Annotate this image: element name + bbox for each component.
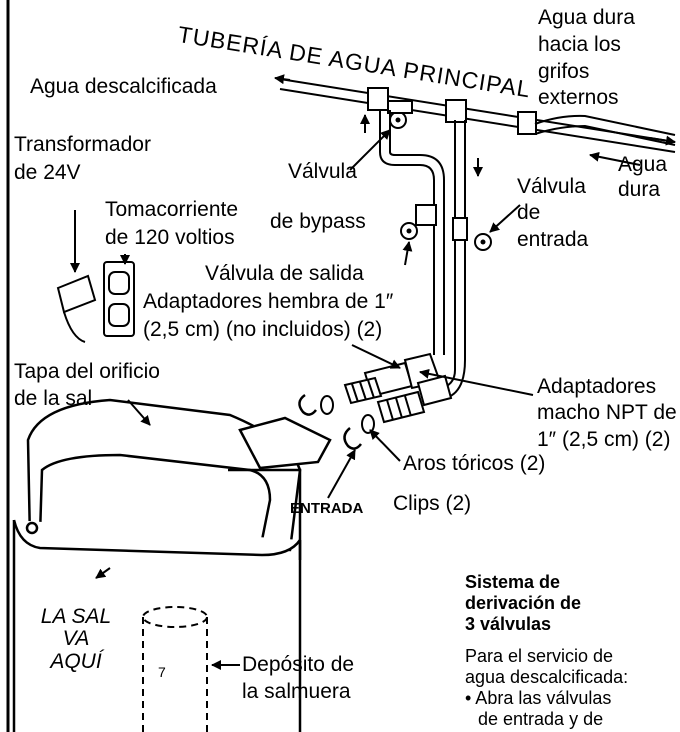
main-water-pipe bbox=[279, 78, 676, 153]
inlet-pipe bbox=[441, 120, 468, 399]
sidebar-title-2: derivación de bbox=[465, 593, 582, 613]
hard-water-out-label-3: grifos bbox=[538, 60, 590, 83]
salt-cap-label-1: Tapa del orificio bbox=[14, 360, 160, 383]
hard-water-out-label-1: Agua dura bbox=[538, 6, 635, 29]
female-adapter-lower-art bbox=[416, 374, 453, 407]
hard-water-out-label-4: externos bbox=[538, 86, 619, 109]
sidebar-title-3: 3 válvulas bbox=[465, 614, 552, 634]
sidebar-body-4: de entrada y de bbox=[478, 709, 604, 729]
male-adapters-label-3: 1″ (2,5 cm) (2) bbox=[537, 428, 671, 451]
salt-cap-label-2: de la sal bbox=[14, 387, 93, 410]
bypass-valve-art bbox=[387, 100, 413, 129]
sidebar-title-1: Sistema de bbox=[465, 572, 561, 592]
male-adapters-label-1: Adaptadores bbox=[537, 375, 657, 398]
transformer-label-2: de 24V bbox=[14, 161, 81, 184]
o-rings-art bbox=[320, 395, 375, 434]
sidebar-body-3: • Abra las válvulas bbox=[465, 688, 612, 708]
softener-unit-art bbox=[12, 398, 332, 732]
transformer-label-1: Transformador bbox=[14, 133, 151, 156]
inlet-label: ENTRADA bbox=[290, 500, 364, 517]
hard-water-in-arrow bbox=[589, 151, 641, 166]
sidebar-body-1: Para el servicio de bbox=[465, 646, 614, 666]
brine-tank-art bbox=[142, 606, 208, 732]
inlet-valve-label-1: Válvula bbox=[517, 175, 586, 198]
hard-water-in-label-2: dura bbox=[618, 178, 661, 201]
male-adapters-label-2: macho NPT de bbox=[537, 401, 677, 424]
clips-art bbox=[298, 393, 362, 450]
soft-water-label: Agua descalcificada bbox=[30, 75, 217, 98]
inlet-valve-art bbox=[474, 233, 492, 251]
salt-here-arrow bbox=[95, 567, 111, 579]
o-rings-label: Aros tóricos (2) bbox=[403, 452, 546, 475]
brine-tank-label-1: Depósito de bbox=[242, 653, 355, 676]
hard-water-in-label-1: Agua bbox=[618, 153, 668, 176]
male-adapter-lower-art bbox=[376, 390, 426, 424]
outlet-valve-label: Válvula de salida bbox=[205, 262, 364, 285]
inlet-valve-label-2: de bbox=[517, 201, 541, 224]
wall-outlet-art bbox=[103, 254, 135, 337]
hard-water-out-label-2: hacia los bbox=[538, 33, 621, 56]
hard-water-out-arrow bbox=[649, 135, 676, 146]
soft-water-arrow bbox=[274, 74, 291, 85]
leader-lines bbox=[127, 129, 534, 499]
outlet-valve-art bbox=[400, 222, 418, 240]
tank-number: 7 bbox=[158, 664, 166, 680]
brine-tank-label-2: la salmuera bbox=[242, 680, 351, 703]
outlet-label-1: Tomacorriente bbox=[105, 198, 239, 221]
outlet-label-2: de 120 voltios bbox=[105, 226, 235, 249]
transformer-art bbox=[56, 210, 97, 343]
salt-here-label-3: AQUÍ bbox=[50, 650, 102, 673]
clips-label: Clips (2) bbox=[393, 492, 472, 515]
bypass-valve-label-2: de bypass bbox=[270, 210, 366, 233]
female-adapters-label-1: Adaptadores hembra de 1″ bbox=[143, 290, 394, 313]
male-adapter-upper-art bbox=[343, 376, 383, 405]
salt-here-label-2: VA bbox=[62, 627, 90, 650]
female-adapters-label-2: (2,5 cm) (no incluidos) (2) bbox=[143, 318, 383, 341]
bypass-valve-label-1: Válvula bbox=[288, 160, 357, 183]
sidebar-body-2: agua descalcificada: bbox=[465, 667, 629, 687]
salt-here-label-1: LA SAL bbox=[40, 605, 112, 628]
inlet-valve-label-3: entrada bbox=[517, 228, 589, 251]
